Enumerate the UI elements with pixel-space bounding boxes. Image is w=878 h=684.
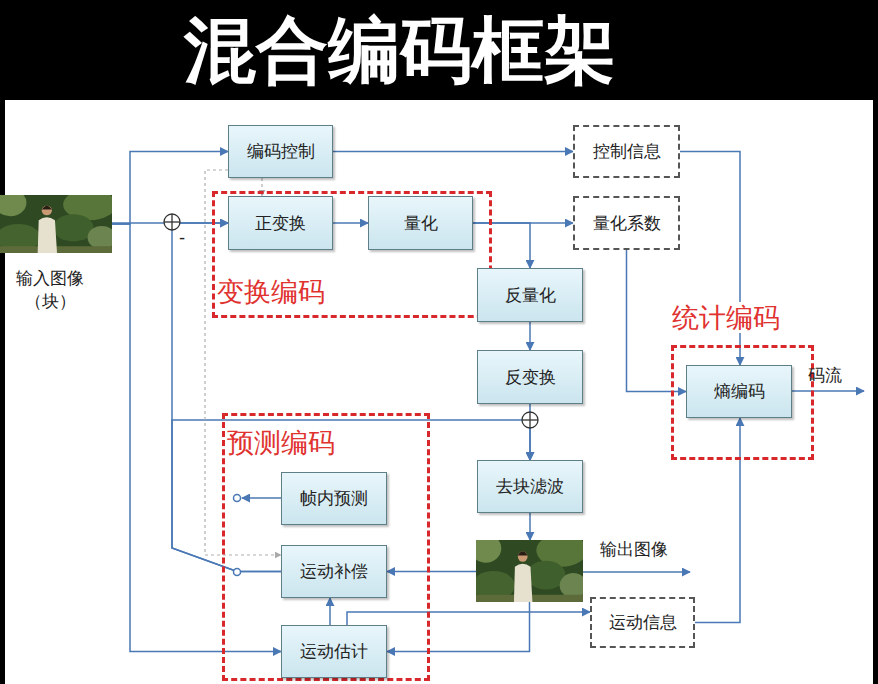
process-box: 反变换 bbox=[477, 350, 583, 404]
box-label: 控制信息 bbox=[593, 141, 661, 161]
process-box: 熵编码 bbox=[686, 365, 792, 418]
info-box: 运动信息 bbox=[590, 597, 695, 648]
region-heading: 统计编码 bbox=[670, 302, 782, 333]
process-box: 编码控制 bbox=[228, 125, 333, 178]
region-heading: 变换编码 bbox=[215, 276, 327, 307]
flow-connector bbox=[387, 571, 476, 573]
info-box: 量化系数 bbox=[573, 196, 680, 250]
output-arrow bbox=[583, 571, 690, 573]
region-heading: 预测编码 bbox=[225, 427, 337, 458]
switch-contact bbox=[234, 569, 241, 576]
box-label: 正变换 bbox=[255, 213, 306, 233]
process-box: 量化 bbox=[368, 196, 473, 250]
box-label: 帧内预测 bbox=[300, 488, 368, 508]
group-region: 统计编码熵编码 bbox=[671, 345, 814, 460]
flow-connector bbox=[347, 612, 590, 625]
flow-connector bbox=[473, 223, 530, 268]
group-region: 变换编码 正变换 量化 bbox=[212, 191, 492, 318]
process-box: 反量化 bbox=[477, 268, 583, 322]
box-label: 去块滤波 bbox=[496, 476, 564, 496]
box-label: 运动估计 bbox=[300, 641, 368, 661]
bitstream-arrow bbox=[792, 390, 864, 392]
box-label: 运动信息 bbox=[609, 612, 677, 632]
intra-stub bbox=[242, 497, 281, 499]
title: 混合编码框架 bbox=[150, 6, 650, 94]
sum-symbol bbox=[164, 214, 180, 230]
box-label: 熵编码 bbox=[714, 381, 765, 401]
box-label: 量化系数 bbox=[593, 213, 661, 233]
flow-connector bbox=[529, 513, 531, 540]
flow-connector bbox=[529, 322, 531, 350]
image-frame: 输入图像 （块） bbox=[0, 195, 112, 253]
box-label: 运动补偿 bbox=[300, 561, 368, 581]
info-box: 控制信息 bbox=[573, 125, 680, 178]
image-caption: 输出图像 bbox=[600, 538, 668, 561]
box-label: 编码控制 bbox=[247, 141, 315, 161]
flow-connector bbox=[695, 418, 740, 623]
sum-symbol bbox=[522, 412, 538, 428]
process-box: 运动补偿 bbox=[281, 545, 387, 598]
image-frame: 输出图像 bbox=[476, 540, 583, 602]
sign-label: - bbox=[179, 227, 185, 247]
switch-contact bbox=[234, 495, 241, 502]
process-box: 正变换 bbox=[228, 196, 333, 250]
flow-connector bbox=[112, 152, 228, 225]
box-label: 量化 bbox=[404, 213, 438, 233]
process-box: 去块滤波 bbox=[477, 460, 583, 513]
output-label: 码流 bbox=[808, 365, 842, 385]
flow-connector bbox=[387, 602, 530, 652]
box-label: 反量化 bbox=[505, 285, 556, 305]
image-caption: 输入图像 （块） bbox=[4, 267, 96, 313]
box-label: 反变换 bbox=[505, 367, 556, 387]
process-box: 运动估计 bbox=[281, 625, 387, 678]
group-region: 预测编码帧内预测运动补偿运动估计 bbox=[222, 413, 430, 681]
process-box: 帧内预测 bbox=[281, 472, 387, 525]
flow-connector bbox=[329, 598, 331, 625]
flow-connector bbox=[333, 151, 573, 153]
flow-connector bbox=[333, 222, 368, 224]
